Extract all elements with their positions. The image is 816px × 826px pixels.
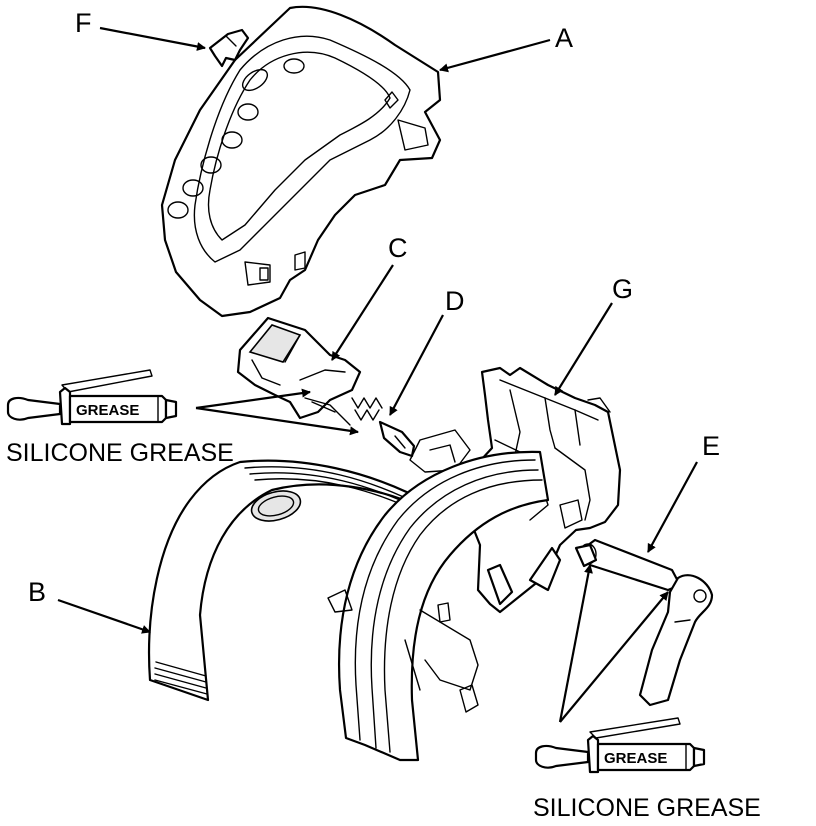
part-b-front-cover <box>147 459 440 702</box>
leader-e <box>647 461 698 553</box>
leader-g <box>554 302 613 396</box>
callout-b: B <box>28 577 46 607</box>
leader-f <box>99 26 206 51</box>
leader-grease-left-1 <box>195 388 311 410</box>
grease-tube-right: GREASE <box>534 717 706 774</box>
callout-d: D <box>445 286 465 316</box>
guide-arc-housing <box>327 450 550 762</box>
leader-a <box>439 38 551 73</box>
grease-tube-left: GREASE <box>6 369 178 426</box>
leader-b <box>57 598 151 634</box>
callout-g: G <box>612 274 633 304</box>
leader-grease-right-2 <box>559 591 669 723</box>
callout-f: F <box>75 8 92 38</box>
leader-lines <box>57 26 698 723</box>
grease-tube-left-label: GREASE <box>76 402 139 419</box>
part-c-detent-block <box>236 316 362 426</box>
callout-a: A <box>555 23 573 53</box>
leader-d <box>389 314 444 416</box>
callout-e: E <box>702 431 720 461</box>
grease-tube-right-label: GREASE <box>604 750 667 767</box>
grease-caption-right: SILICONE GREASE <box>533 794 761 822</box>
part-d-spring-pin <box>351 397 416 458</box>
part-e-shaft-lever <box>574 538 714 707</box>
grease-caption-left: SILICONE GREASE <box>6 439 234 467</box>
part-f-clip <box>208 28 250 68</box>
leader-c <box>331 264 394 361</box>
leader-grease-right-1 <box>558 564 593 723</box>
callout-c: C <box>388 233 408 263</box>
leader-grease-left-2 <box>195 406 359 436</box>
part-a-indicator-panel <box>160 5 442 318</box>
